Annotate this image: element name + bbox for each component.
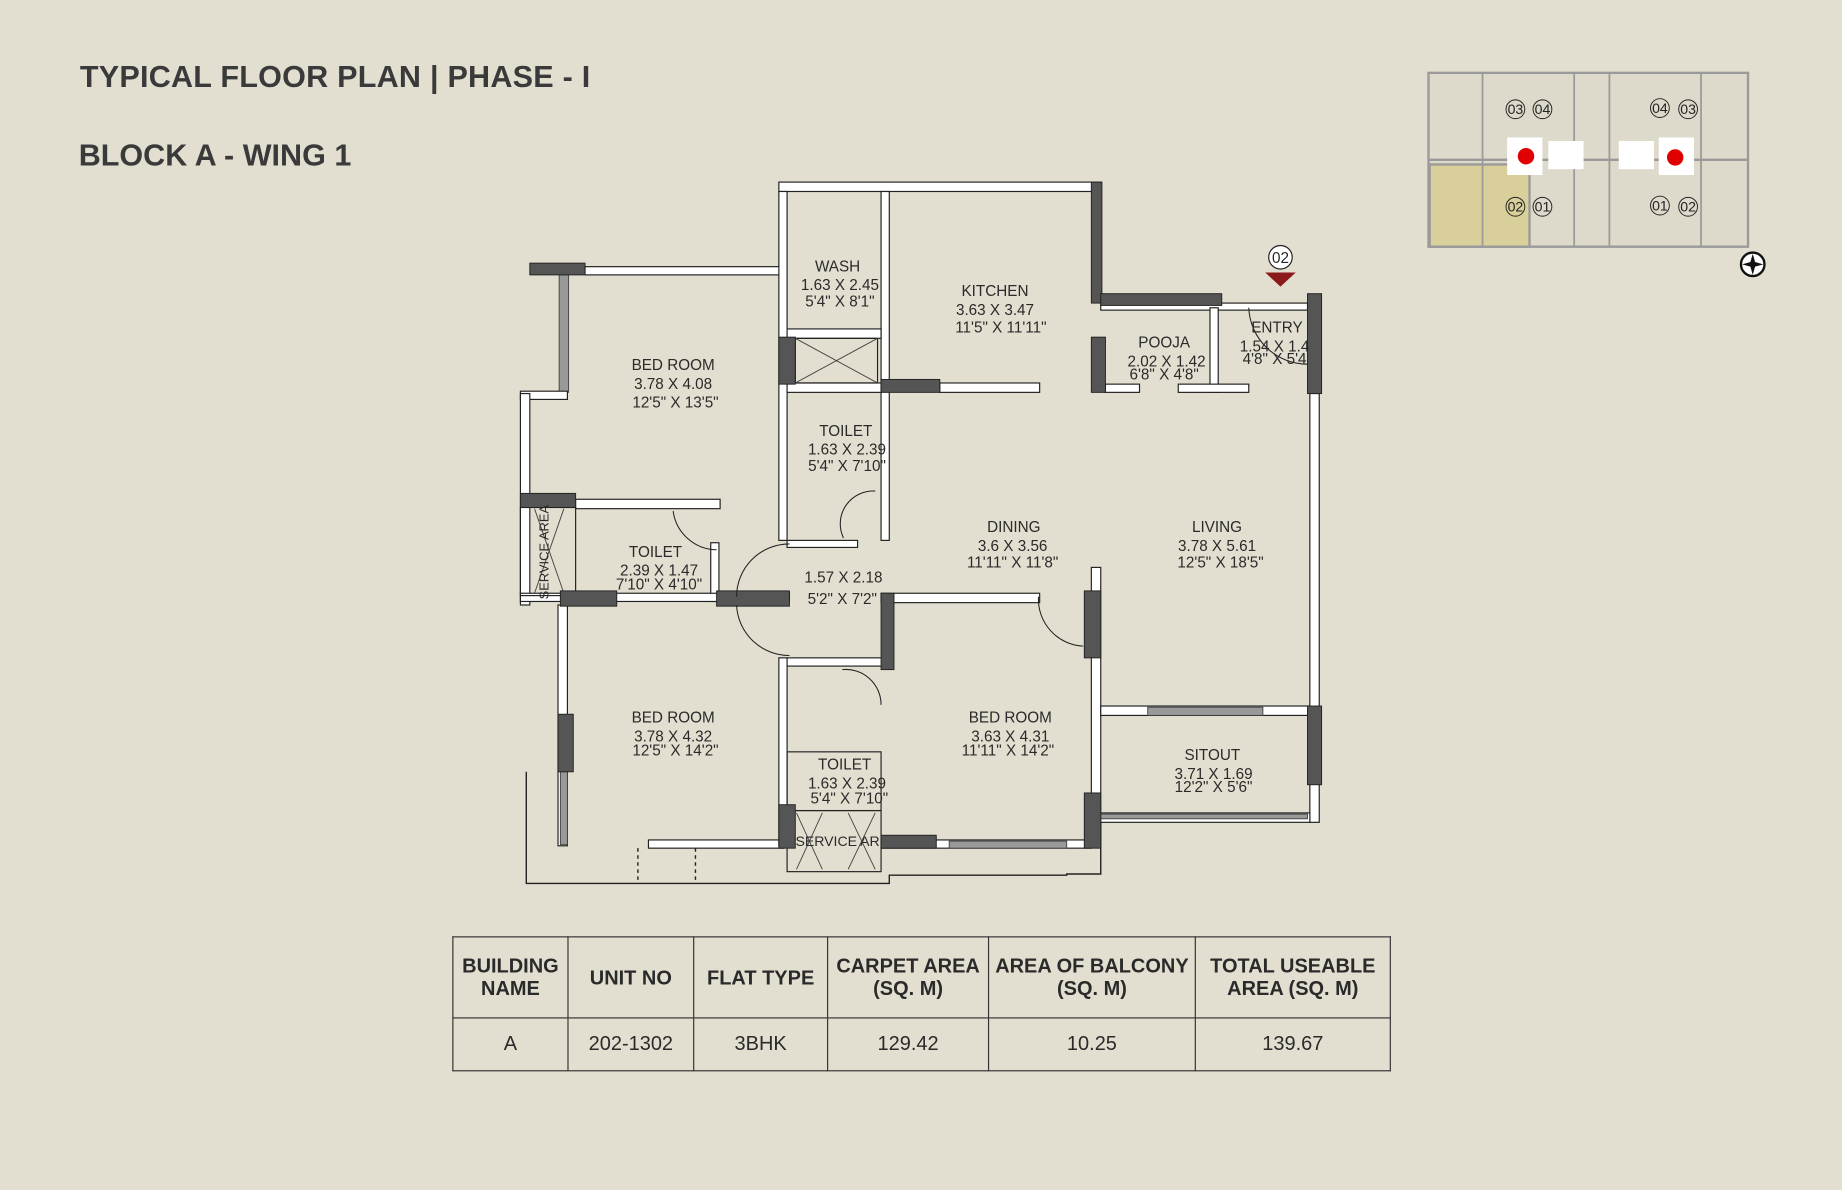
room-name: SITOUT [1184, 747, 1240, 764]
room-name: BED ROOM [632, 357, 715, 374]
table-row: A 202-1302 3BHK 129.42 10.25 139.67 [452, 1017, 1391, 1072]
room-passage: 1.57 X 2.18 5'2" X 7'2" [804, 570, 882, 608]
unit-entry-marker: 02 [1265, 244, 1296, 287]
room-imperial: 4'8" X 5'4 [1243, 351, 1307, 368]
key-unit-label: 03 [1508, 101, 1524, 117]
key-unit-label: 02 [1680, 198, 1696, 214]
key-unit-label: 02 [1508, 198, 1524, 214]
room-imperial: 11'11" X 11'8" [967, 554, 1058, 571]
cell-building: A [452, 1017, 569, 1072]
room-name: BED ROOM [632, 709, 715, 726]
page-title: TYPICAL FLOOR PLAN | PHASE - I [79, 58, 591, 94]
room-living: LIVING 3.78 X 5.61 12'5" X 18'5" [1177, 519, 1263, 571]
cell-flat-type: 3BHK [693, 1017, 829, 1072]
north-compass-icon [1739, 251, 1766, 278]
header-unit-no: UNIT NO [567, 936, 695, 1019]
room-metric: 1.57 X 2.18 [804, 570, 882, 587]
room-pooja: POOJA 2.02 X 1.42 6'8" X 4'8" [1127, 335, 1205, 384]
key-unit-label: 01 [1535, 198, 1551, 214]
room-bed1: BED ROOM 3.78 X 4.08 12'5" X 13'5" [632, 357, 719, 412]
structural-columns [519, 181, 1323, 849]
header-balcony-area: AREA OF BALCONY (SQ. M) [987, 936, 1196, 1019]
key-unit-label: 01 [1652, 197, 1668, 213]
room-metric: 3.78 X 4.32 [634, 728, 712, 745]
room-name: BED ROOM [969, 709, 1052, 726]
room-sitout: SITOUT 3.71 X 1.69 12'2" X 5'6" [1174, 747, 1252, 796]
room-bed4: BED ROOM 3.63 X 4.31 11'11" X 14'2" [962, 709, 1055, 759]
header-total-area: TOTAL USEABLE AREA (SQ. M) [1194, 936, 1391, 1019]
table-header-row: BUILDING NAME UNIT NO FLAT TYPE CARPET A… [452, 936, 1391, 1019]
room-imperial: 12'2" X 5'6" [1175, 779, 1253, 796]
room-name: POOJA [1138, 335, 1191, 352]
room-metric: 3.63 X 3.47 [956, 302, 1034, 319]
room-imperial: 5'4" X 7'10" [808, 458, 886, 475]
key-plan-highlighted-unit [1428, 163, 1531, 248]
room-metric: 3.78 X 4.08 [634, 376, 712, 393]
room-toilet2: TOILET 2.39 X 1.47 7'10" X 4'10" [616, 544, 702, 594]
room-wash: WASH 1.63 X 2.45 5'4" X 8'1" [801, 258, 879, 310]
header-flat-type: FLAT TYPE [693, 936, 829, 1019]
cell-carpet-area: 129.42 [827, 1017, 990, 1072]
room-name: WASH [815, 258, 860, 275]
room-imperial: 12'5" X 13'5" [632, 395, 718, 412]
header-building-name: BUILDING NAME [452, 936, 569, 1019]
room-metric: 2.39 X 1.47 [620, 563, 698, 580]
cell-total-area: 139.67 [1194, 1017, 1391, 1072]
room-imperial: 5'4" X 8'1" [805, 294, 874, 311]
cell-unit-no: 202-1302 [567, 1017, 695, 1072]
door-swings [672, 307, 1308, 705]
room-imperial: 12'5" X 18'5" [1177, 554, 1263, 571]
room-dining: DINING 3.6 X 3.56 11'11" X 11'8" [967, 519, 1058, 571]
room-metric: 3.6 X 3.56 [978, 538, 1048, 555]
room-metric: 3.63 X 4.31 [971, 728, 1049, 745]
room-imperial: 6'8" X 4'8" [1130, 366, 1199, 383]
room-metric: 1.63 X 2.39 [808, 442, 886, 459]
room-name: KITCHEN [962, 283, 1029, 300]
lift-marker [1517, 148, 1535, 165]
key-unit-label: 04 [1652, 100, 1668, 116]
room-imperial: 11'5" X 11'11" [955, 319, 1046, 336]
room-toilet3: TOILET 1.63 X 2.39 5'4" X 7'10" [808, 756, 888, 807]
room-entry: ENTRY 1.54 X 1.4 4'8" X 5'4 [1240, 319, 1310, 368]
room-metric: 1.63 X 2.39 [808, 775, 886, 792]
room-toilet1: TOILET 1.63 X 2.39 5'4" X 7'10" [808, 423, 886, 475]
room-metric: 1.63 X 2.45 [801, 277, 879, 294]
room-kitchen: KITCHEN 3.63 X 3.47 11'5" X 11'11" [955, 283, 1046, 336]
room-imperial: 7'10" X 4'10" [616, 577, 702, 594]
room-bed3: BED ROOM 3.78 X 4.32 12'5" X 14'2" [632, 709, 719, 759]
room-imperial: 11'11" X 14'2" [962, 742, 1055, 759]
room-imperial: 5'4" X 7'10" [810, 791, 888, 808]
room-metric: 3.78 X 5.61 [1178, 538, 1256, 555]
shaft-markers [534, 337, 878, 870]
balcony-outline [525, 771, 1102, 885]
block-subtitle: BLOCK A - WING 1 [78, 137, 352, 173]
key-unit-label: 03 [1680, 101, 1696, 117]
room-name: TOILET [819, 423, 872, 440]
room-name: TOILET [818, 756, 871, 773]
room-name: DINING [987, 519, 1040, 536]
unit-number-label: 02 [1272, 250, 1289, 267]
room-metric: 3.71 X 1.69 [1174, 766, 1252, 783]
room-name: TOILET [629, 544, 682, 561]
lift-marker [1666, 149, 1684, 166]
key-unit-label: 04 [1535, 101, 1551, 117]
room-name: ENTRY [1251, 319, 1302, 336]
walls [519, 181, 1320, 873]
room-service-area-1: SERVICE AREA [537, 505, 552, 600]
cell-balcony-area: 10.25 [987, 1017, 1196, 1072]
key-plan: 03 04 04 03 02 01 01 02 [1427, 71, 1766, 278]
room-metric: 2.02 X 1.42 [1127, 354, 1205, 371]
room-imperial: 5'2" X 7'2" [808, 591, 877, 608]
room-metric: 1.54 X 1.4 [1240, 338, 1310, 355]
area-table: BUILDING NAME UNIT NO FLAT TYPE CARPET A… [452, 936, 1391, 1072]
header-carpet-area: CARPET AREA (SQ. M) [827, 936, 990, 1019]
room-service-area-2: SERVICE AR [795, 833, 879, 849]
room-name: LIVING [1192, 519, 1242, 536]
room-imperial: 12'5" X 14'2" [632, 742, 718, 759]
